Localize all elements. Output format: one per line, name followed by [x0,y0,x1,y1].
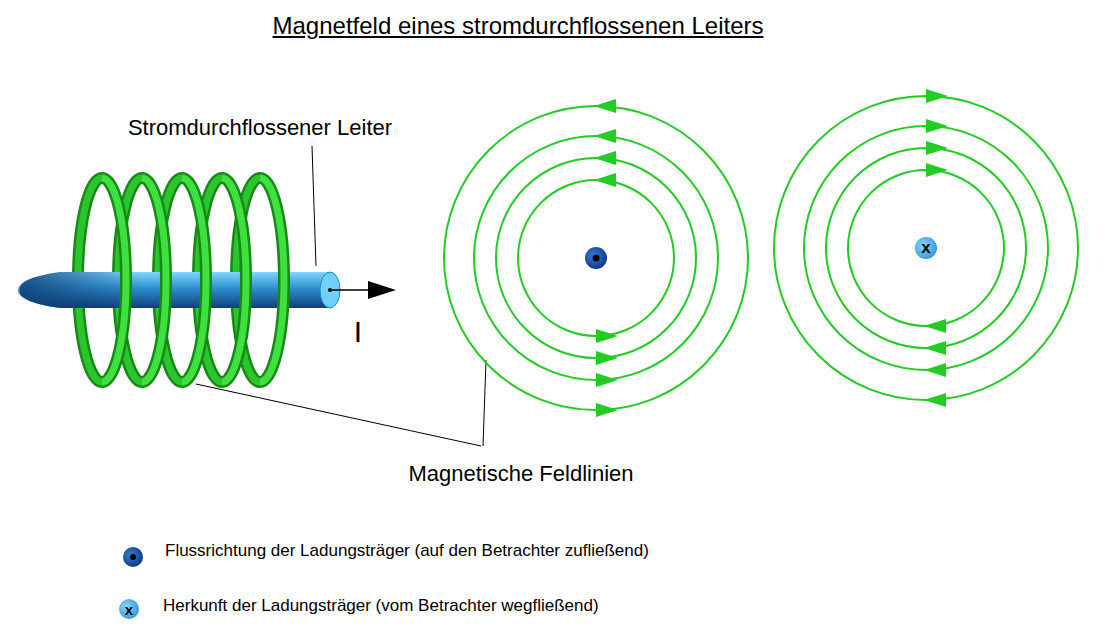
coil-ring [142,178,166,382]
field-line [826,148,1026,348]
field-arrowhead [926,119,948,133]
field-line [474,136,718,380]
conductor [18,272,340,308]
legend-away-symbol [119,599,139,619]
coil-ring-front [102,178,284,382]
field-arrowhead [926,89,948,103]
field-arrowhead [924,393,946,407]
field-arrowhead [926,163,948,177]
field-arrowhead [594,129,616,143]
current-away-symbol [915,237,937,259]
coil-ring [182,178,206,382]
current-label: I [354,315,362,350]
field-line [496,158,696,358]
legend-toward-symbol [123,547,143,567]
field-arrowhead [596,329,618,343]
field-arrowhead [594,99,616,113]
field-arrowhead [594,173,616,187]
title: Magnetfeld eines stromdurchflossenen Lei… [273,12,764,40]
field-line [804,126,1048,370]
symbol-cross: x [921,238,930,258]
current-arrow [332,281,396,299]
legend-text: Herkunft der Ladungsträger (vom Betracht… [163,596,599,616]
coil-ring [222,178,246,382]
legend-text: Flussrichtung der Ladungsträger (auf den… [165,541,649,561]
coil-ring [142,178,166,382]
coil-ring [260,178,284,382]
coil-ring [260,178,284,382]
symbol-cross: x [125,601,133,618]
leader-line [196,146,486,446]
field-line [848,170,1004,326]
coil-ring [222,178,246,382]
field-lines [444,89,1078,417]
field-arrowhead [924,363,946,377]
field-arrowhead [926,141,948,155]
field-arrowhead [924,341,946,355]
field-line [444,106,748,410]
field-line [518,180,674,336]
field-arrowhead [596,373,618,387]
field-arrowhead [596,351,618,365]
field-arrowhead [924,319,946,333]
coil-ring [102,178,126,382]
field-line [774,96,1078,400]
current-toward-symbol [585,247,607,269]
coil-ring [102,178,126,382]
field-arrowhead [596,403,618,417]
part-label: Stromdurchflossener Leiter [128,115,392,140]
coil-ring [182,178,206,382]
part-label: Magnetische Feldlinien [408,461,633,486]
field-arrowhead [594,151,616,165]
